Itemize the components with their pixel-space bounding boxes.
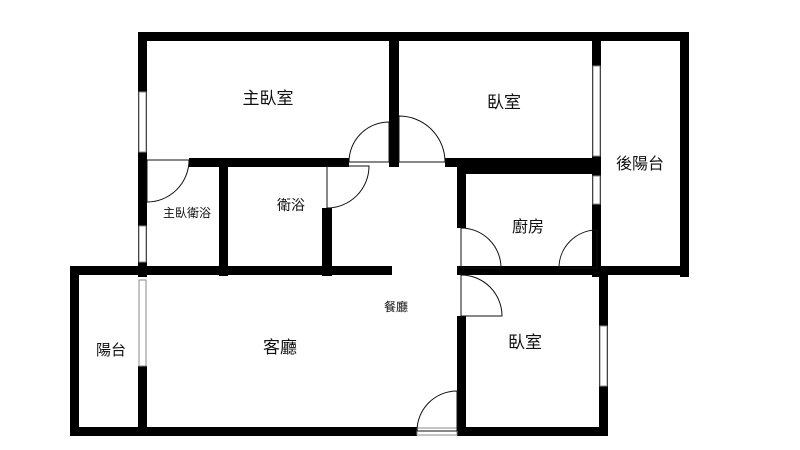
wall-dining-right-lower xyxy=(457,316,466,436)
sliding-door-balcony xyxy=(138,279,147,367)
label-master-bedroom: 主臥室 xyxy=(243,89,294,109)
window-kitchen-right xyxy=(592,175,601,205)
wall-kitchen-bottom xyxy=(457,266,689,275)
door-bathroom xyxy=(326,165,370,209)
door-master-bath xyxy=(146,159,190,203)
label-balcony: 陽台 xyxy=(96,341,126,359)
wall-balcony-right xyxy=(138,366,147,436)
label-bedroom-south: 臥室 xyxy=(508,333,542,353)
label-master-bathroom: 主臥衛浴 xyxy=(163,206,211,220)
wall-kitchen-top xyxy=(457,166,600,174)
window-master-bedroom xyxy=(138,91,147,153)
window-master-bath xyxy=(138,225,147,263)
door-kitchen-left xyxy=(460,227,502,269)
wall-top-outer xyxy=(138,32,688,41)
wall-master-bedroom-divider xyxy=(389,32,399,167)
wall-left-upper xyxy=(138,32,147,277)
wall-mid-left xyxy=(70,266,392,275)
label-rear-balcony: 後陽台 xyxy=(616,154,664,173)
wall-right-outer xyxy=(680,32,689,277)
window-rear-balcony xyxy=(592,65,601,157)
label-bedroom-north: 臥室 xyxy=(487,93,521,113)
label-living-room: 客廳 xyxy=(263,338,297,358)
wall-master-bottom-a xyxy=(189,158,349,167)
wall-master-bath-right xyxy=(219,166,228,276)
windows xyxy=(138,65,608,436)
wall-bottom-right xyxy=(457,427,608,436)
wall-bedroom-bottom xyxy=(445,158,600,167)
doors xyxy=(146,115,598,432)
label-bathroom: 衛浴 xyxy=(277,198,305,214)
door-bedroom-north xyxy=(398,115,446,163)
wall-balcony-left xyxy=(70,266,79,436)
label-kitchen: 廚房 xyxy=(512,217,544,236)
label-dining-room: 餐廳 xyxy=(384,299,408,314)
wall-bath-right-lower xyxy=(322,208,332,276)
door-entrance xyxy=(416,390,458,432)
door-kitchen-right xyxy=(558,229,598,269)
wall-dining-right-upper xyxy=(457,166,466,228)
wall-bottom-left xyxy=(70,427,417,436)
window-bedroom-south xyxy=(599,325,608,387)
door-bedroom-south xyxy=(460,274,503,317)
door-master-bedroom xyxy=(348,121,390,163)
room-labels: 主臥室 臥室 後陽台 主臥衛浴 衛浴 廚房 餐廳 陽台 客廳 臥室 xyxy=(96,89,664,359)
